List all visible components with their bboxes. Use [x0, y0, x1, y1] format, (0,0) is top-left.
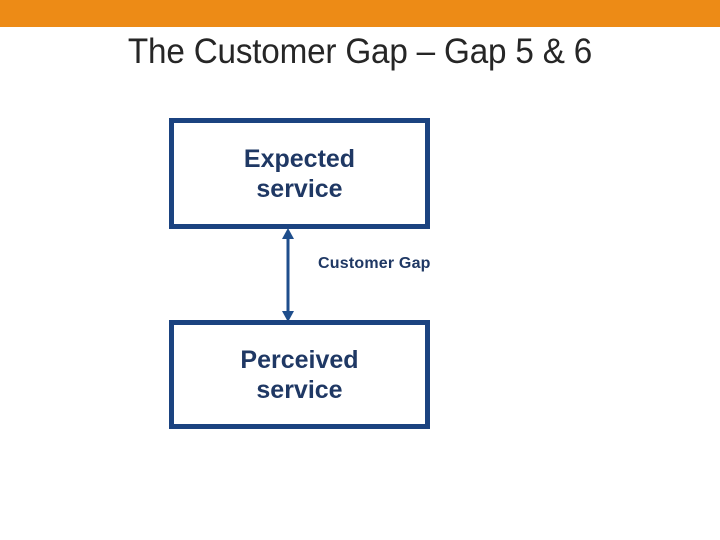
concept-box-expected-service-label: Expected service — [243, 144, 356, 203]
concept-box-perceived-service-label: Perceived service — [240, 345, 359, 404]
top-accent-bar — [0, 0, 720, 27]
page-title: The Customer Gap – Gap 5 & 6 — [127, 32, 593, 71]
concept-box-perceived-service[interactable]: Perceived service — [169, 320, 430, 429]
concept-box-expected-service[interactable]: Expected service — [169, 118, 430, 229]
customer-gap-double-arrow-icon — [282, 228, 294, 322]
customer-gap-label: Customer Gap — [318, 255, 431, 272]
